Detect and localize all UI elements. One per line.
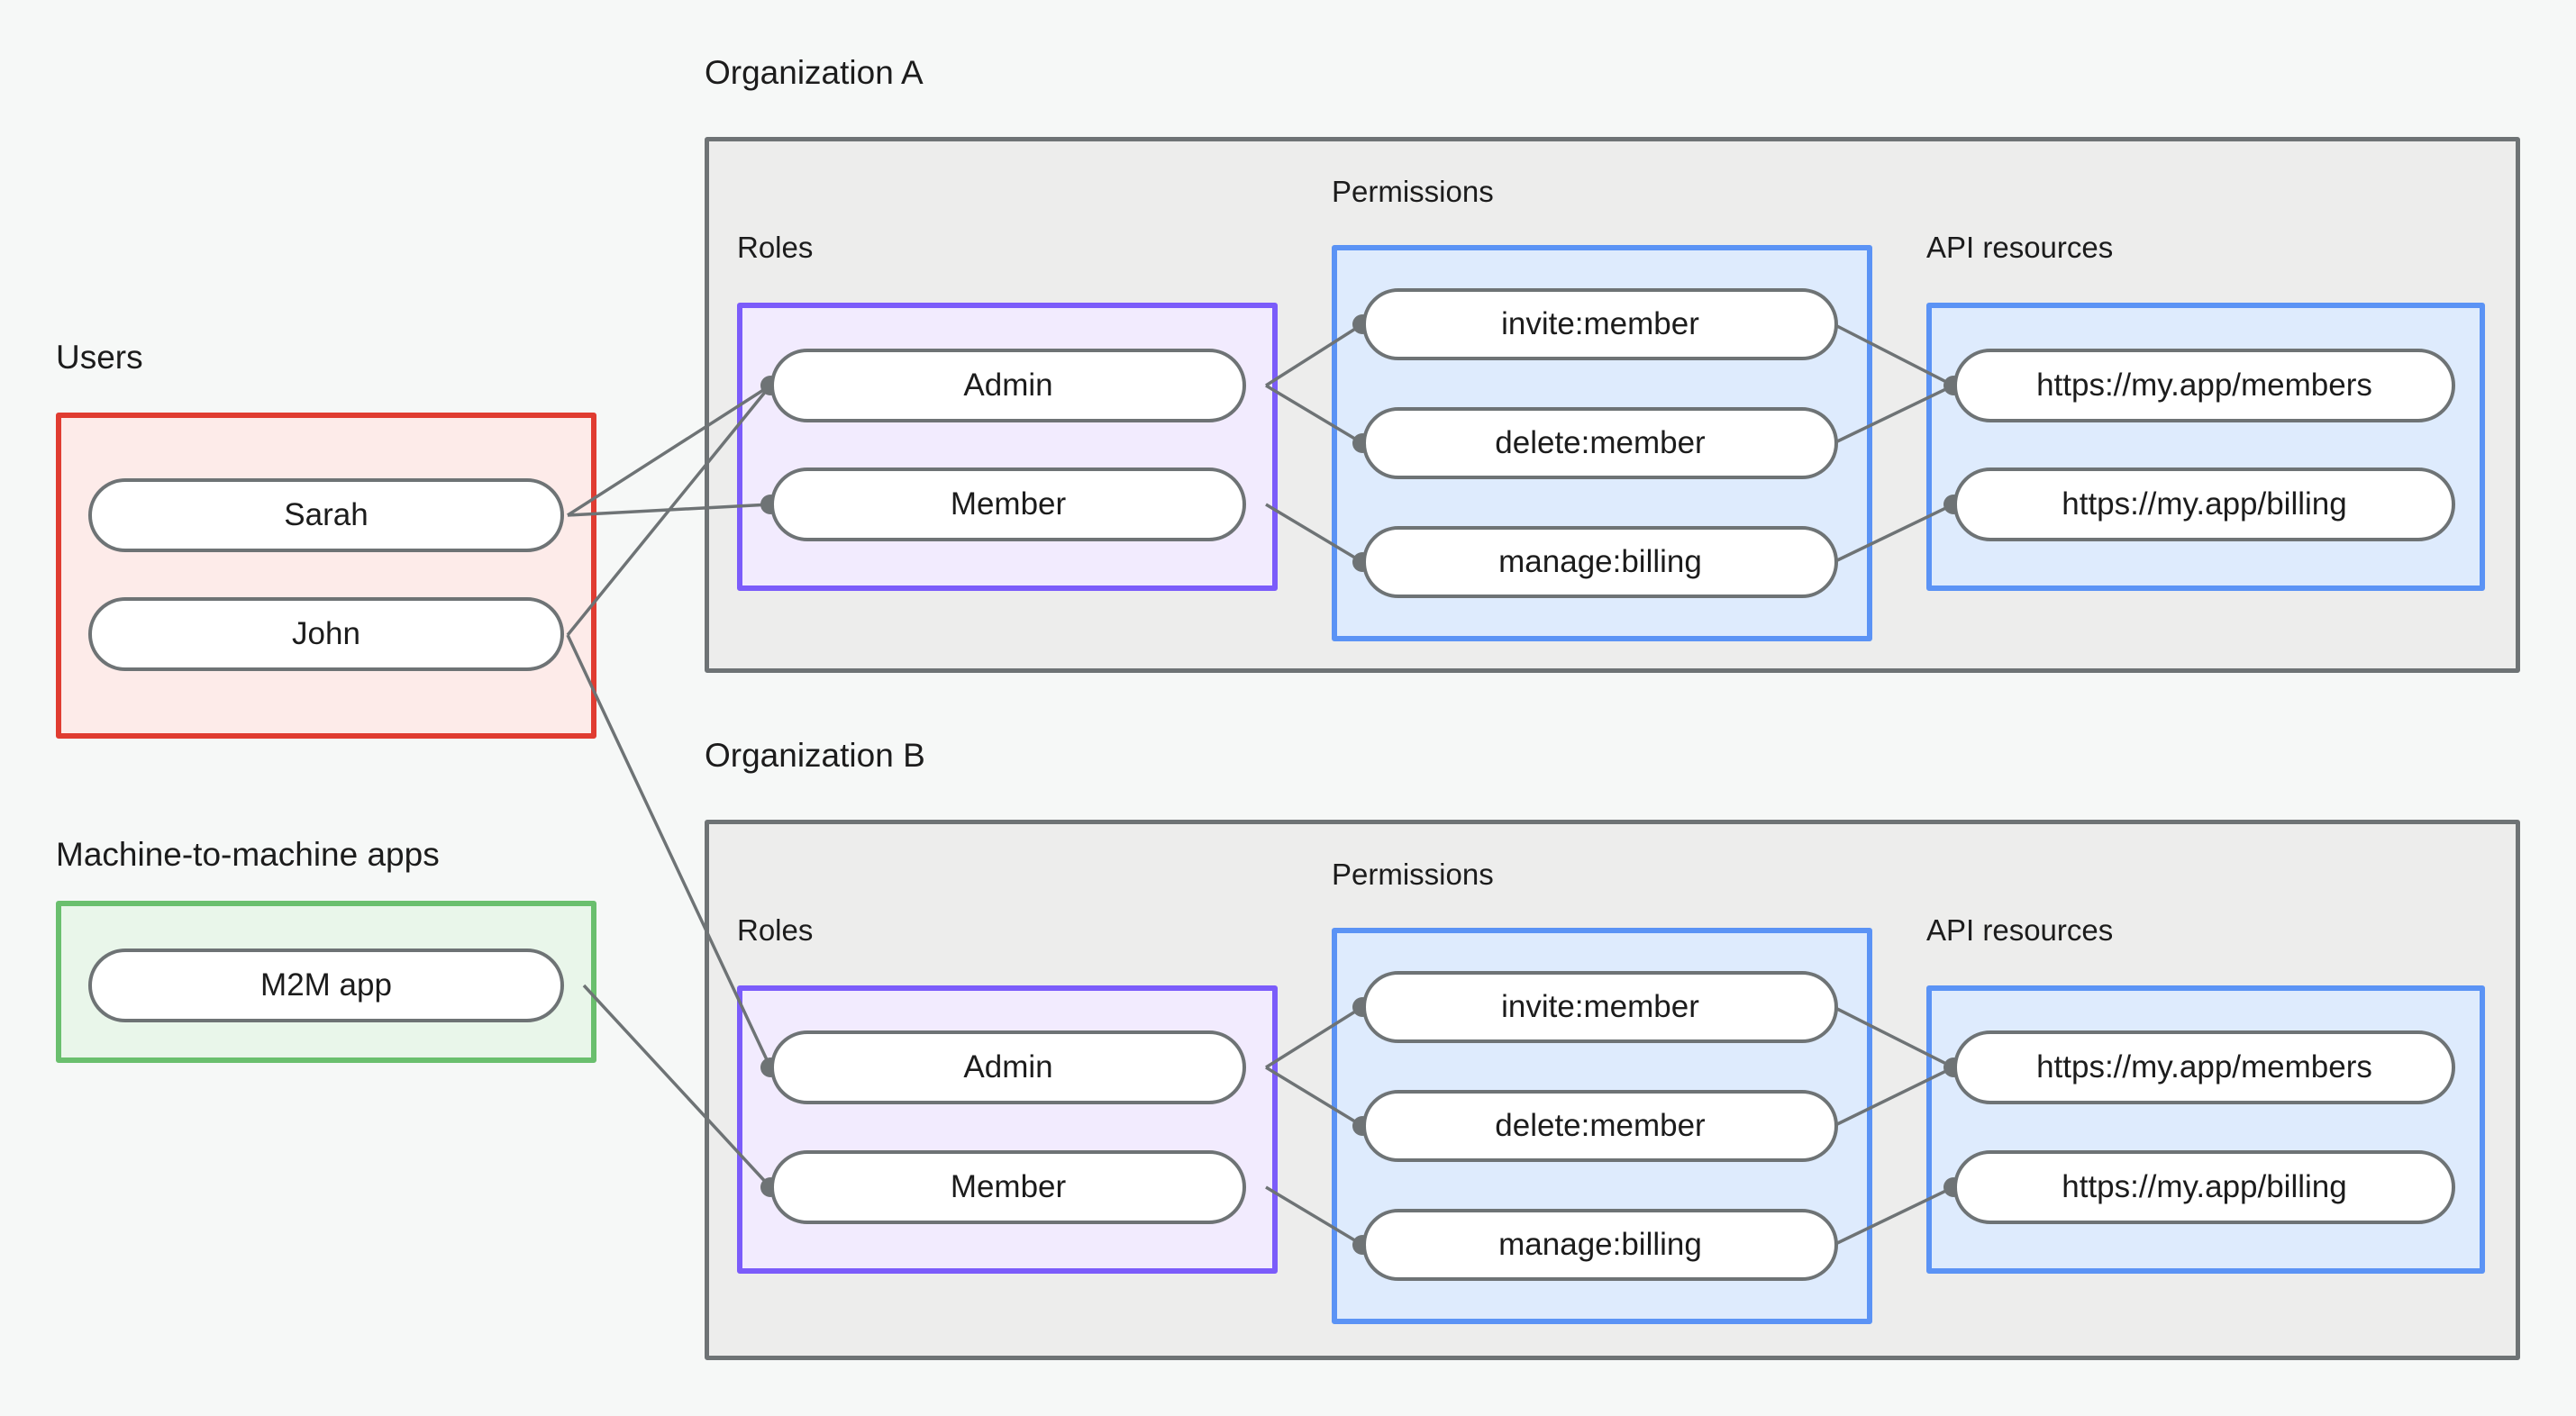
org-b-caption: Organization B xyxy=(705,737,925,774)
api-a-caption: API resources xyxy=(1926,231,2114,264)
permission-node-invite-member-org-b[interactable]: invite:member xyxy=(1362,971,1838,1043)
permission-label: invite:member xyxy=(1501,306,1699,341)
roles-b-container xyxy=(737,985,1278,1274)
api-resource-node-billing-org-b[interactable]: https://my.app/billing xyxy=(1953,1150,2455,1224)
api-b-caption: API resources xyxy=(1926,913,2114,947)
user-label: John xyxy=(292,616,360,651)
role-node-member-org-a[interactable]: Member xyxy=(770,467,1246,541)
api-resource-label: https://my.app/billing xyxy=(2062,486,2347,522)
m2m-app-label: M2M app xyxy=(260,967,392,1003)
permission-label: delete:member xyxy=(1495,1108,1706,1143)
role-label: Admin xyxy=(963,1049,1053,1085)
permissions-b-caption: Permissions xyxy=(1332,858,1494,891)
api-resource-node-members-org-b[interactable]: https://my.app/members xyxy=(1953,1030,2455,1104)
permission-label: invite:member xyxy=(1501,989,1699,1024)
role-node-admin-org-a[interactable]: Admin xyxy=(770,349,1246,422)
api-resource-label: https://my.app/members xyxy=(2036,368,2372,403)
role-node-admin-org-b[interactable]: Admin xyxy=(770,1030,1246,1104)
permission-node-manage-billing-org-b[interactable]: manage:billing xyxy=(1362,1209,1838,1281)
api-resource-label: https://my.app/billing xyxy=(2062,1169,2347,1204)
m2m-app-node[interactable]: M2M app xyxy=(88,949,564,1022)
permission-node-invite-member-org-a[interactable]: invite:member xyxy=(1362,288,1838,360)
role-label: Admin xyxy=(963,368,1053,403)
permission-node-manage-billing-org-a[interactable]: manage:billing xyxy=(1362,526,1838,598)
user-node-sarah[interactable]: Sarah xyxy=(88,478,564,552)
api-resource-node-members-org-a[interactable]: https://my.app/members xyxy=(1953,349,2455,422)
roles-a-container xyxy=(737,303,1278,591)
users-caption: Users xyxy=(56,339,143,376)
users-container xyxy=(56,413,596,739)
org-a-caption: Organization A xyxy=(705,54,924,91)
roles-b-caption: Roles xyxy=(737,913,814,947)
permission-label: delete:member xyxy=(1495,425,1706,460)
api-a-container xyxy=(1926,303,2485,591)
permissions-a-caption: Permissions xyxy=(1332,175,1494,208)
api-resource-label: https://my.app/members xyxy=(2036,1049,2372,1085)
role-label: Member xyxy=(950,486,1067,522)
permission-label: manage:billing xyxy=(1498,544,1702,579)
api-resource-node-billing-org-a[interactable]: https://my.app/billing xyxy=(1953,467,2455,541)
api-b-container xyxy=(1926,985,2485,1274)
roles-a-caption: Roles xyxy=(737,231,814,264)
role-label: Member xyxy=(950,1169,1067,1204)
permission-label: manage:billing xyxy=(1498,1227,1702,1262)
role-node-member-org-b[interactable]: Member xyxy=(770,1150,1246,1224)
m2m-caption: Machine-to-machine apps xyxy=(56,836,440,873)
user-label: Sarah xyxy=(284,497,369,532)
permission-node-delete-member-org-b[interactable]: delete:member xyxy=(1362,1090,1838,1162)
permission-node-delete-member-org-a[interactable]: delete:member xyxy=(1362,407,1838,479)
user-node-john[interactable]: John xyxy=(88,597,564,671)
